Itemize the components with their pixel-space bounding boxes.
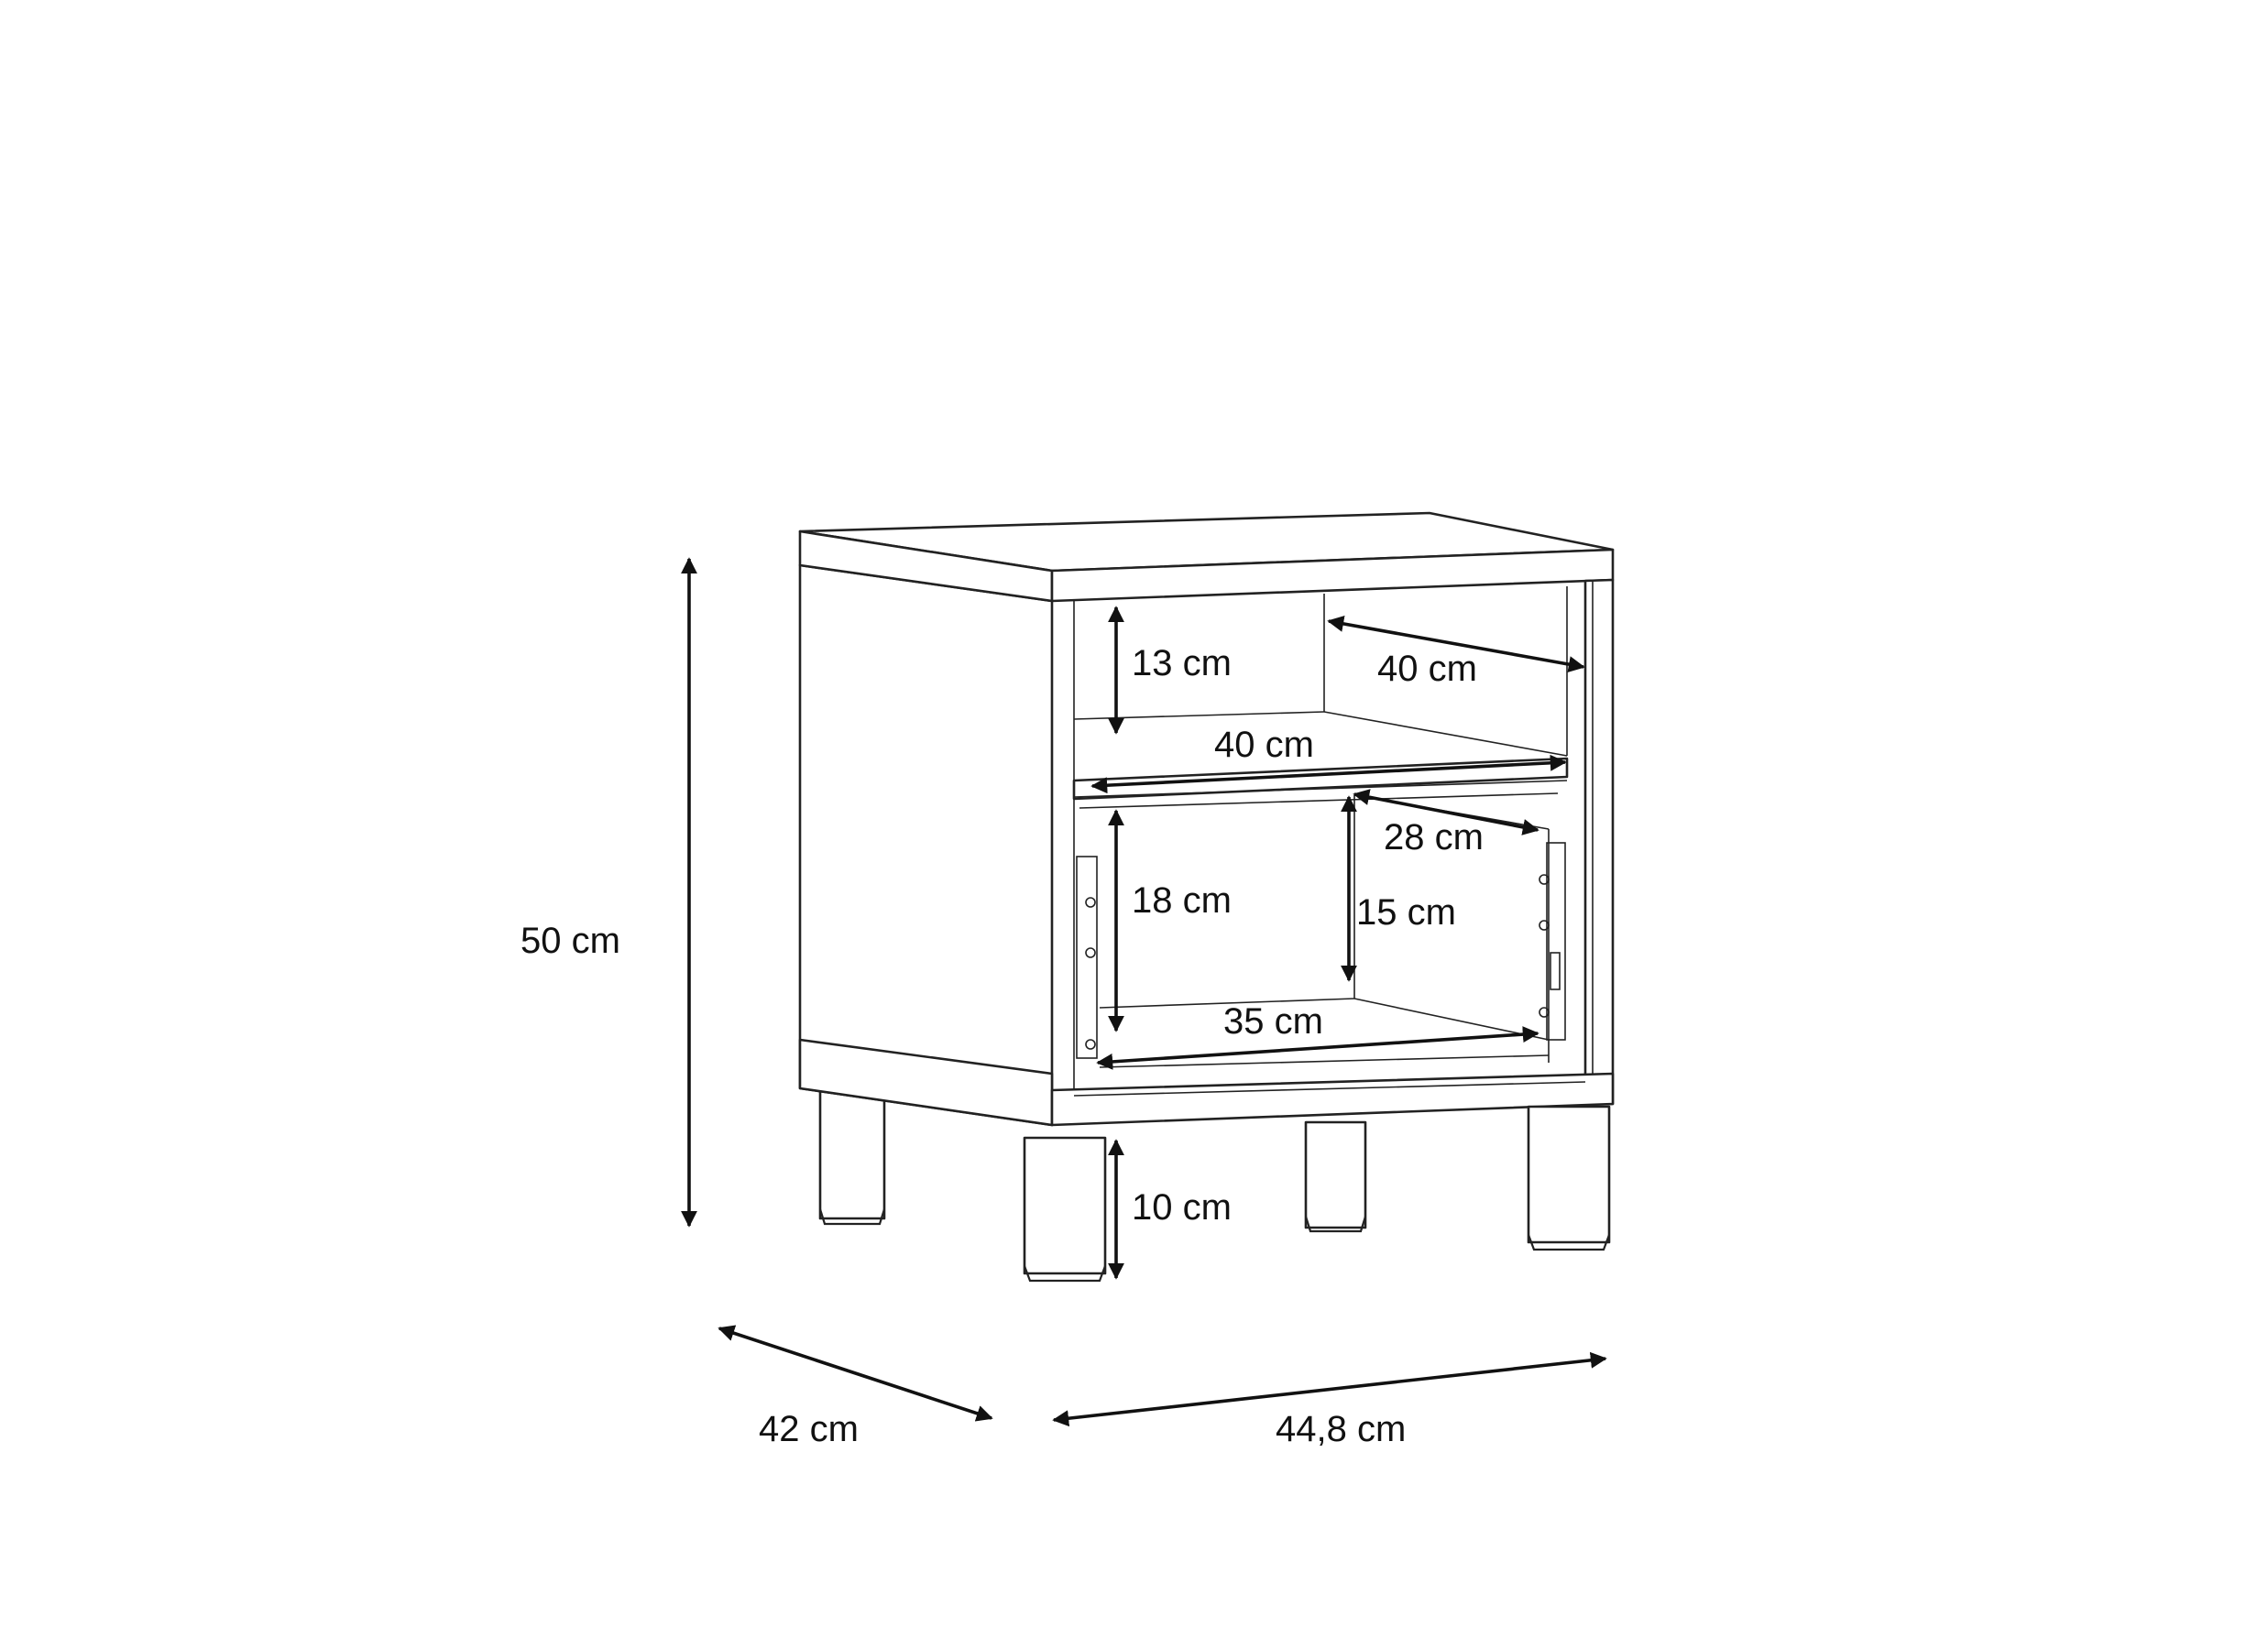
left-side-panel [798,563,1054,1127]
rear-right-leg [1527,1105,1611,1251]
dimension-labels: 50 cm 42 cm 44,8 cm 13 cm 40 cm 40 cm 18… [520,643,1484,1449]
dimension-arrows [681,557,1607,1427]
left-drawer-runner [1076,856,1098,1059]
width-arrow [1052,1351,1607,1427]
shelf-height-label: 13 cm [1132,643,1232,683]
total-height-label: 50 cm [520,921,620,961]
back-left-leg [818,1079,886,1226]
back-middle-leg [1304,1120,1367,1233]
shelf-width-arrow [1090,754,1567,794]
front-left-leg [1023,1136,1107,1283]
cabinet [798,511,1615,1283]
shelf-depth-arrow [1327,616,1585,672]
shelf-depth-label: 40 cm [1377,649,1477,689]
depth-label: 42 cm [759,1409,859,1449]
right-front-post [1583,578,1615,1107]
drawer-width-label: 35 cm [1223,1001,1323,1042]
drawer-depth-label: 28 cm [1384,817,1484,857]
shelf-width-label: 40 cm [1214,725,1314,765]
right-drawer-runner [1546,842,1566,1041]
width-label: 44,8 cm [1276,1409,1406,1449]
bottom-front-rail [1050,1072,1615,1127]
drawer-depth-arrow [1353,789,1539,835]
drawer-front-height-label: 18 cm [1132,880,1232,921]
depth-arrow [718,1325,993,1422]
drawer-inner-height-label: 15 cm [1356,892,1456,933]
leg-height-label: 10 cm [1132,1187,1232,1228]
drawer-width-arrow [1096,1026,1539,1070]
